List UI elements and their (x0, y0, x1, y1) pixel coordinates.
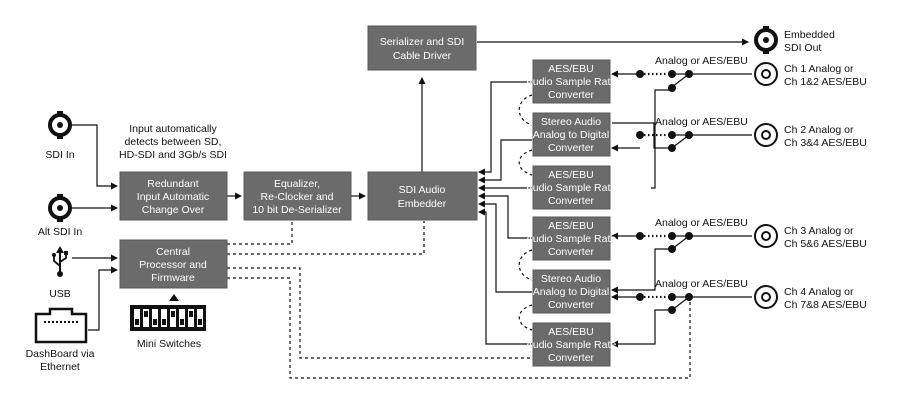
conv5-line1: Stereo Audio (541, 273, 601, 285)
label-selector-2: Analog or AES/EBU (655, 116, 748, 128)
label-auto-detect-line2: detects between SD, (125, 136, 222, 148)
block-cpu: Central Processor and Firmware (119, 239, 228, 289)
rca-connector-icon (754, 123, 778, 147)
block-equalizer-line1: Equalizer, (274, 178, 320, 190)
label-alt-sdi-in: Alt SDI In (38, 226, 83, 238)
usb-icon (52, 246, 68, 277)
conv2-line1: Stereo Audio (541, 116, 601, 128)
label-ch2-line2: Ch 3&4 AES/EBU (784, 137, 867, 149)
conv2-line3: Converter (548, 142, 595, 154)
label-embedded-out-line1: Embedded (784, 29, 835, 41)
label-ch4-line2: Ch 7&8 AES/EBU (784, 299, 867, 311)
label-ch2-line1: Ch 2 Analog or (784, 124, 854, 136)
label-dashboard-line1: DashBoard via (26, 348, 95, 360)
label-auto-detect-line3: HD-SDI and 3Gb/s SDI (119, 149, 227, 161)
bnc-connector-icon (48, 111, 72, 139)
rca-connector-icon (754, 285, 778, 309)
conv3-line2: Audio Sample Rate (526, 182, 617, 194)
block-redundant-line3: Change Over (142, 204, 205, 216)
block-converter-1: AES/EBU Audio Sample Rate Converter (526, 59, 617, 104)
block-redundant: Redundant Input Automatic Change Over (119, 171, 228, 221)
label-ch4-line1: Ch 4 Analog or (784, 286, 854, 298)
conv3-line1: AES/EBU (548, 169, 594, 181)
dip-switch-icon (130, 305, 206, 331)
rca-connector-icon (754, 224, 778, 248)
label-selector-4: Analog or AES/EBU (655, 278, 748, 290)
bnc-connector-icon (48, 194, 72, 222)
conv2-line2: Analog to Digital (533, 129, 609, 141)
block-redundant-line1: Redundant (147, 178, 198, 190)
conv6-line3: Converter (548, 352, 595, 364)
block-converter-4: AES/EBU Audio Sample Rate Converter (526, 216, 617, 261)
block-converter-3: AES/EBU Audio Sample Rate Converter (526, 165, 617, 210)
control-dashed-lines (227, 221, 691, 379)
block-embedder-line1: SDI Audio (399, 184, 446, 196)
label-sdi-in: SDI In (45, 149, 74, 161)
label-usb: USB (49, 288, 71, 300)
conv1-line2: Audio Sample Rate (526, 76, 617, 88)
rca-connector-icon (754, 62, 778, 86)
block-embedder: SDI Audio Embedder (367, 171, 478, 221)
conv6-line2: Audio Sample Rate (526, 339, 617, 351)
block-embedder-line2: Embedder (398, 198, 447, 210)
label-ch1-line2: Ch 1&2 AES/EBU (784, 76, 867, 88)
block-equalizer-line3: 10 bit De-Serializer (252, 204, 342, 216)
conv4-line1: AES/EBU (548, 220, 594, 232)
conv5-line3: Converter (548, 299, 595, 311)
conv6-line1: AES/EBU (548, 326, 594, 338)
block-serializer: Serializer and SDI Cable Driver (367, 25, 477, 71)
block-cpu-line2: Processor and (139, 259, 207, 271)
block-equalizer: Equalizer, Re-Clocker and 10 bit De-Seri… (243, 171, 352, 221)
signal-wires (70, 38, 749, 331)
ethernet-port-icon (34, 307, 88, 344)
label-mini-switches: Mini Switches (137, 338, 201, 350)
label-dashboard-line2: Ethernet (40, 361, 80, 373)
block-cpu-line3: Firmware (151, 272, 195, 284)
block-converter-2: Stereo Audio Analog to Digital Converter (532, 112, 611, 157)
bnc-connector-icon (754, 26, 778, 54)
label-ch3-line1: Ch 3 Analog or (784, 225, 854, 237)
conv1-line1: AES/EBU (548, 63, 594, 75)
block-serializer-line2: Cable Driver (393, 50, 452, 62)
label-ch3-line2: Ch 5&6 AES/EBU (784, 238, 867, 250)
conv4-line2: Audio Sample Rate (526, 233, 617, 245)
block-equalizer-line2: Re-Clocker and (261, 191, 334, 203)
input-selectors (611, 70, 752, 348)
conv5-line2: Analog to Digital (533, 286, 609, 298)
block-serializer-line1: Serializer and SDI (380, 36, 465, 48)
label-auto-detect-line1: Input automatically (129, 123, 217, 135)
block-converter-6: AES/EBU Audio Sample Rate Converter (526, 322, 617, 367)
conv3-line3: Converter (548, 195, 595, 207)
label-ch1-line1: Ch 1 Analog or (784, 63, 854, 75)
conv1-line3: Converter (548, 89, 595, 101)
block-cpu-line1: Central (156, 246, 190, 258)
label-embedded-out-line2: SDI Out (784, 42, 821, 54)
block-redundant-line2: Input Automatic (137, 191, 209, 203)
label-selector-1: Analog or AES/EBU (655, 55, 748, 67)
label-selector-3: Analog or AES/EBU (655, 217, 748, 229)
block-converter-5: Stereo Audio Analog to Digital Converter (532, 269, 611, 314)
converter-bus-wires (478, 81, 533, 345)
conv4-line3: Converter (548, 246, 595, 258)
